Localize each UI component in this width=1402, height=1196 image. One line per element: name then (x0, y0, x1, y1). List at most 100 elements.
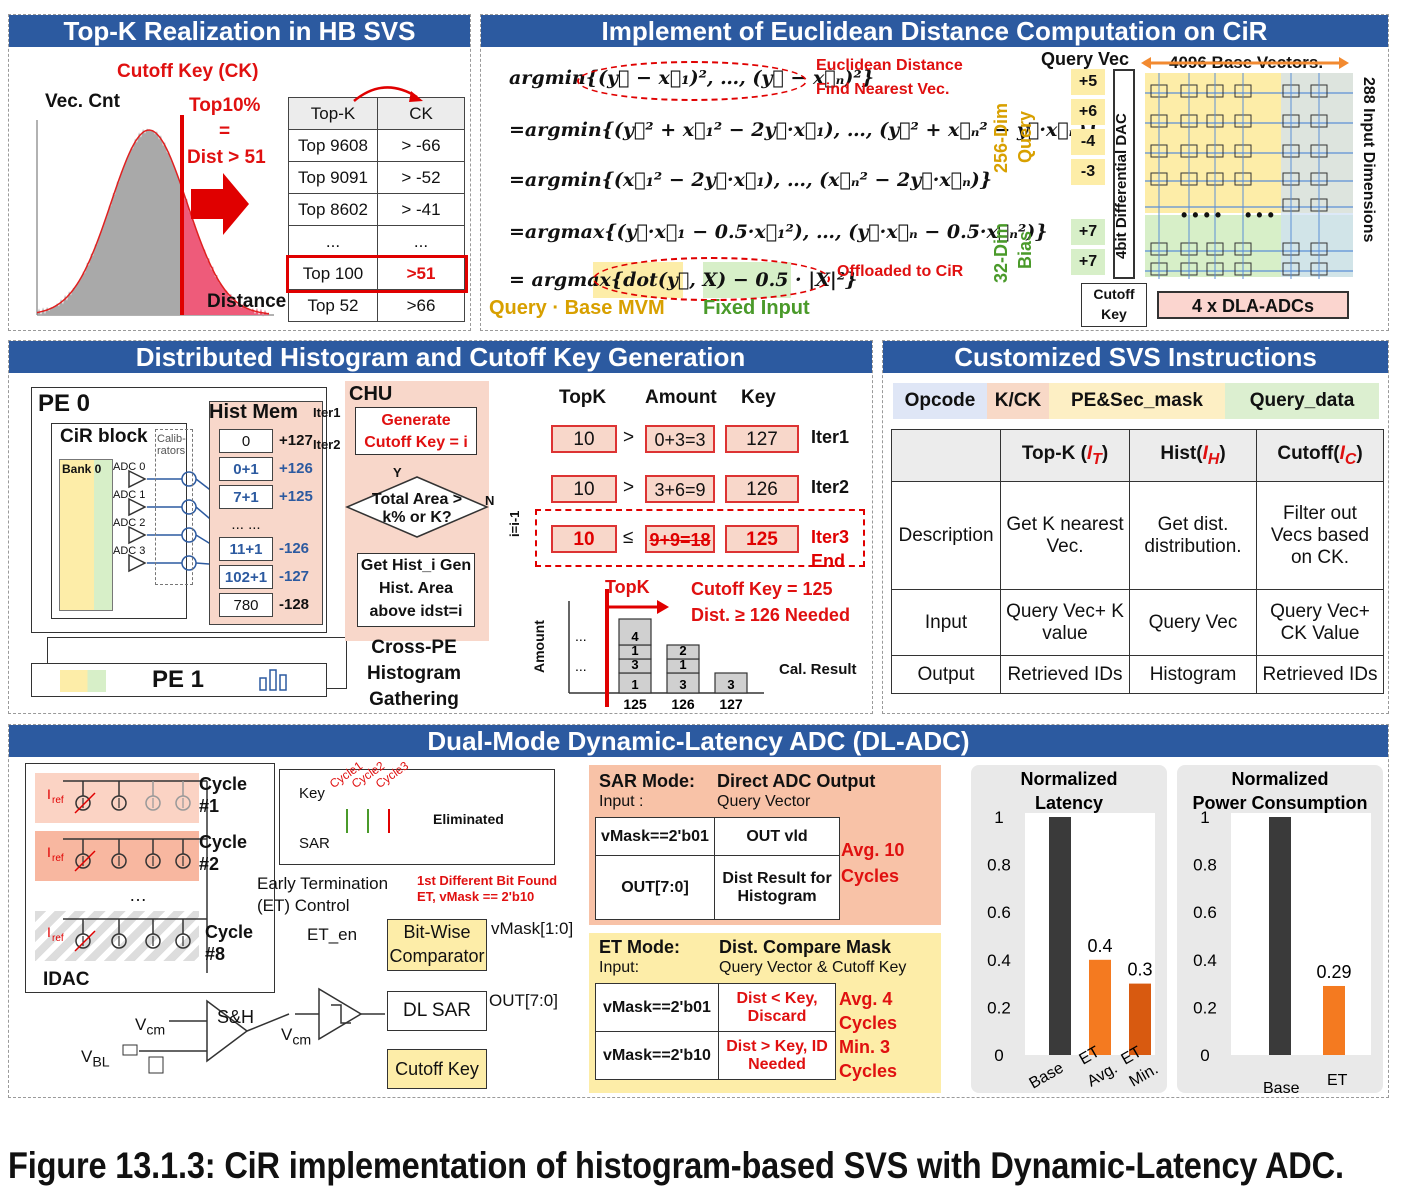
euclid-panel: Implement of Euclidean Distance Computat… (480, 14, 1389, 331)
idac-box (25, 763, 275, 993)
svg-text:• • •: • • • (1245, 205, 1274, 225)
col-header: Cutoff(IC) (1256, 429, 1384, 482)
table-cell: > -41 (377, 193, 465, 226)
field-k: K/CK (987, 383, 1049, 419)
amount-cell: 3+6=9 (645, 475, 715, 503)
table-cell: Dist < Key, Discard (718, 983, 836, 1032)
topk-header: TopK (559, 387, 607, 408)
iref-label: I (47, 786, 51, 802)
decision-text: Total Area > k% or K? (371, 491, 463, 526)
adc-triangles (128, 469, 223, 573)
cutoff-key-box: Cutoff Key (387, 1049, 487, 1089)
bit-arrows (346, 809, 390, 833)
y-tick-label: 0.8 (987, 856, 1011, 875)
mem-cell: ... ... (231, 516, 261, 533)
pe1-array (60, 670, 106, 692)
query-label: Query (1015, 110, 1035, 163)
bar (1089, 959, 1111, 1055)
bias-label: Bias (1015, 230, 1035, 269)
chart-title: Normalized (1020, 769, 1117, 789)
table-cell: Top 9608 (288, 129, 378, 162)
sh-circuit (122, 987, 385, 1074)
amount-header: Amount (645, 387, 717, 408)
amount-cell: 0+3=3 (645, 425, 715, 453)
key-text: Key (1101, 306, 1127, 322)
iter-label: Iter2 (811, 477, 850, 497)
compare-op: ≤ (623, 527, 634, 548)
mem-cell: 11+1 (219, 537, 273, 561)
distance-label: Distance (207, 291, 287, 312)
y-tick-label: 0 (1200, 1046, 1209, 1065)
cal-result-label: Cal. Result (779, 661, 857, 678)
x-tick-label: Base (1027, 1059, 1067, 1092)
offloaded-label: Offloaded to CiR (837, 263, 964, 280)
ck-result-label: Cutoff Key = 125 (691, 579, 833, 599)
query-value: +6 (1071, 99, 1105, 125)
panel-title: Implement of Euclidean Distance Computat… (481, 15, 1388, 47)
double-arrow-icon (1141, 57, 1349, 69)
query-value: -3 (1071, 159, 1105, 185)
adcs-box: 4 x DLA-ADCs (1157, 291, 1349, 319)
et-avg: Avg. 4 Cycles (839, 989, 898, 1033)
y-tick-label: 0.8 (1193, 856, 1217, 875)
mem-key: +126 (279, 460, 313, 477)
equation-line: =argmin{(x⃗₁² − 2y⃗·x⃗₁), …, (x⃗ₙ² − 2y⃗… (509, 169, 992, 191)
table-cell: OUT[7:0] (595, 855, 715, 920)
dist51-label: Dist > 51 (187, 147, 266, 168)
table-cell: Filter out Vecs based on CK. (1256, 481, 1384, 590)
y-tick-label: 1 (1200, 808, 1209, 827)
cir-block-label: CiR block (60, 426, 148, 447)
latency-chart: NormalizedLatency00.20.40.60.81Base0.4ET… (987, 769, 1161, 1092)
et-min: Min. 3 Cycles (839, 1037, 898, 1081)
adc-label: ADC 0 (113, 461, 146, 473)
iref-label: I (47, 924, 51, 940)
dac-label: 4bit Differential DAC (1113, 113, 1130, 259)
y-tick-label: 0.2 (987, 998, 1011, 1017)
table-cell: OUT vld (714, 817, 840, 856)
table-cell: Dist Result for Histogram (714, 855, 840, 920)
et-input-val: Query Vector & Cutoff Key (719, 959, 907, 976)
adc-label: ADC 1 (113, 489, 146, 501)
table-cell: Query Vec (1129, 589, 1257, 656)
adc-panel: Dual-Mode Dynamic-Latency ADC (DL-ADC) I… (8, 724, 1389, 1098)
bar (1049, 817, 1071, 1055)
right-arrow-icon (191, 173, 249, 235)
stack-segment (714, 672, 748, 694)
instruction-table: Top-K (IT) Hist(IH) Cutoff(IC) Descripti… (891, 429, 1384, 694)
mem-cell: 102+1 (219, 565, 273, 589)
table-cell: Get dist. distribution. (1129, 481, 1257, 590)
mem-key: +125 (279, 488, 313, 505)
table-cell: Top 9091 (288, 161, 378, 194)
table-cell: Histogram (1129, 655, 1257, 694)
sh-label: S&H (217, 1007, 255, 1027)
stack-label: 1 (631, 677, 638, 692)
iter3-highlight (535, 509, 865, 567)
svg-text:...: ... (575, 628, 587, 644)
sar-mode-title: SAR Mode: (599, 771, 695, 791)
panel-title: Top-K Realization in HB SVS (9, 15, 470, 47)
dac-box (1113, 69, 1135, 279)
offload-highlight (593, 257, 830, 301)
stack-label: 3 (727, 677, 734, 692)
dim32-label: 32-Dim (991, 222, 1011, 283)
sar-input: Input : (599, 793, 644, 810)
y-tick-label: 0.4 (987, 951, 1011, 970)
input-dims-label: 288 Input Dimensions (1360, 77, 1377, 243)
y-tick-label: 1 (994, 808, 1003, 827)
table-corner (891, 429, 1001, 482)
cutoff-key-box: Cutoff Key (1081, 283, 1147, 327)
equation-highlight (577, 61, 807, 101)
eliminated-label: Eliminated (433, 811, 504, 827)
data-label: 0.29 (1316, 962, 1351, 982)
y-label: Y (393, 465, 402, 480)
stack-label: 3 (631, 657, 638, 672)
equation-line: =argmax{(y⃗·x⃗₁ − 0.5·x⃗₁²), …, (y⃗·x⃗ₙ … (509, 221, 1048, 243)
query-value: +5 (1071, 69, 1105, 95)
topk-cell: 10 (551, 525, 617, 553)
hist-mem-label: Hist Mem (209, 401, 298, 423)
y-tick-label: 0.4 (1193, 951, 1217, 970)
table-header: CK (377, 97, 465, 130)
